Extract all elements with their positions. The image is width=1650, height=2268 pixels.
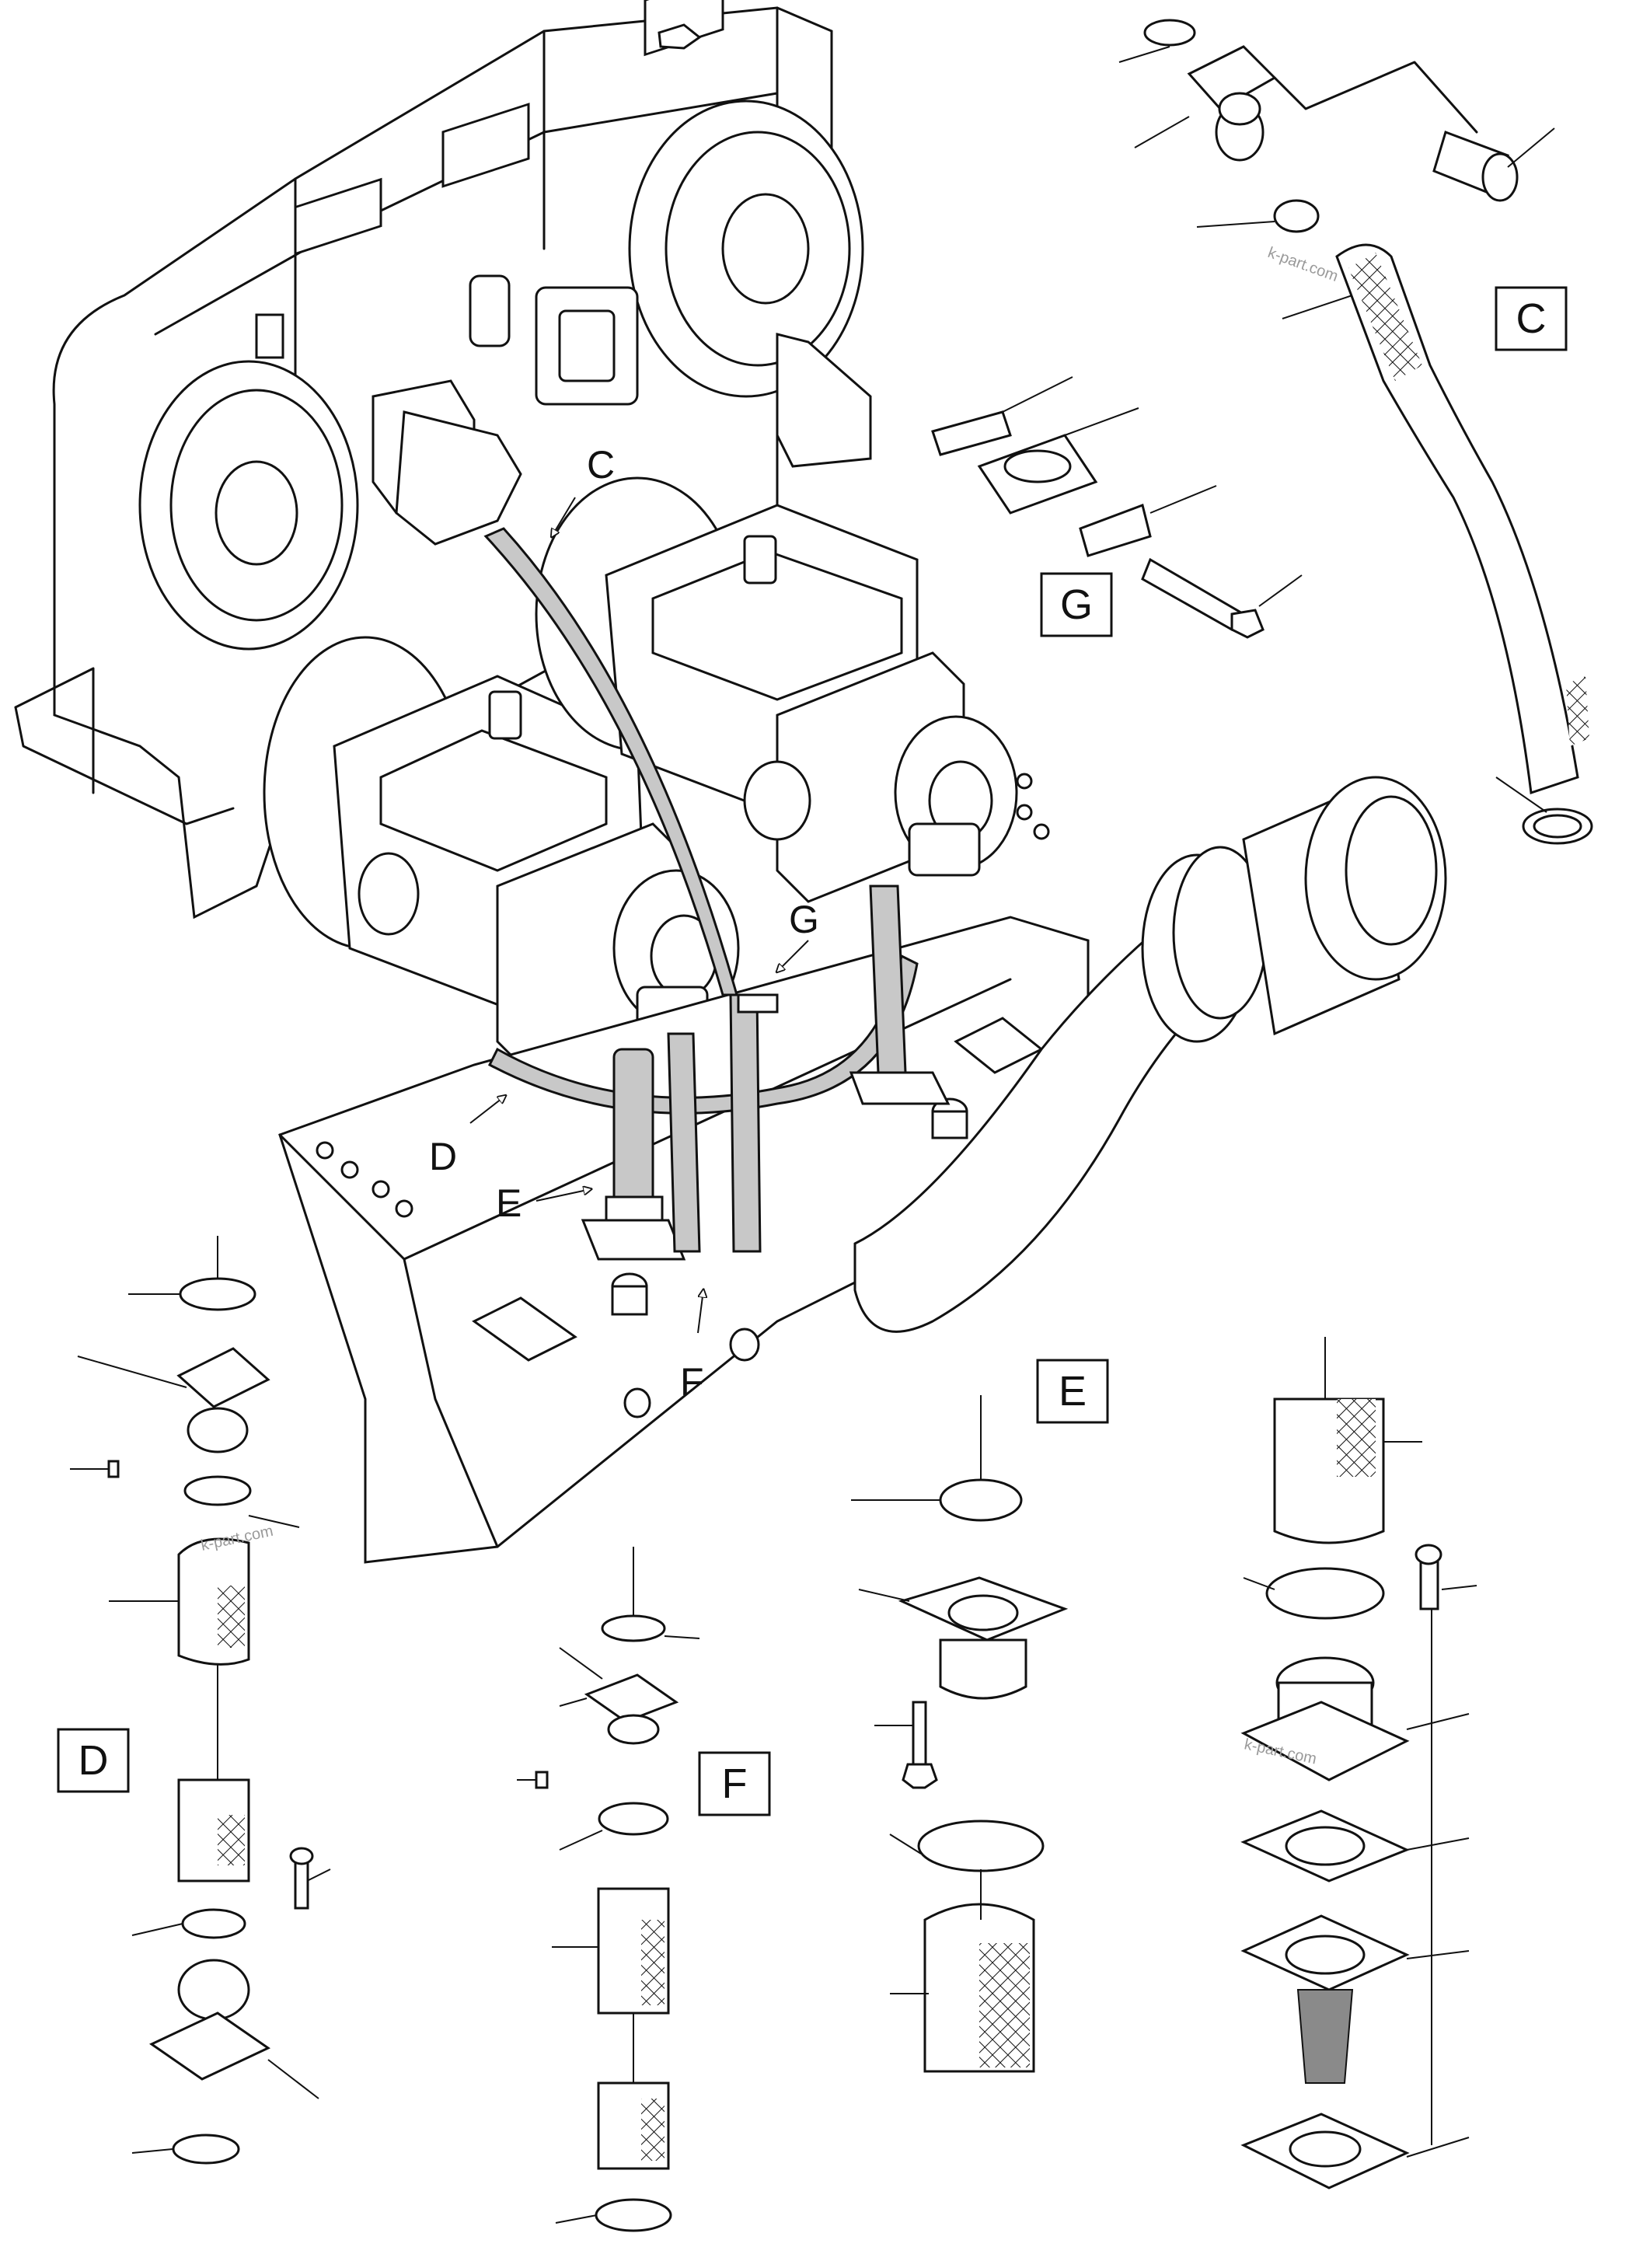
detail-d-parts	[70, 1236, 331, 2165]
callout-e: E	[496, 1181, 522, 1225]
detail-box-e	[1036, 1359, 1109, 1424]
detail-f-parts	[517, 1547, 700, 2232]
detail-e-parts	[851, 1395, 1069, 2073]
detail-box-d	[57, 1728, 130, 1793]
callout-f: F	[680, 1360, 704, 1404]
detail-c-parts	[1118, 19, 1593, 845]
detail-box-e-label: E	[1059, 1368, 1087, 1415]
detail-box-g	[1040, 572, 1113, 637]
detail-box-d-label: D	[78, 1737, 109, 1784]
detail-box-f-label: F	[722, 1760, 748, 1807]
left-output-flange	[138, 360, 359, 651]
detail-box-c-label: C	[1516, 295, 1547, 342]
callout-arrows	[469, 497, 809, 1334]
watermark-c: k-part.com	[1265, 244, 1340, 285]
drive-motor	[372, 379, 522, 546]
hose-e	[581, 1048, 686, 1261]
callout-g: G	[789, 898, 819, 941]
hose-g	[729, 993, 779, 1253]
detail-g-parts	[931, 376, 1303, 639]
pump-assembly-right	[535, 476, 1018, 903]
detail-box-c	[1495, 286, 1568, 351]
callout-c: C	[587, 443, 615, 487]
hose-right-pump	[849, 885, 951, 1105]
suction-pipe	[853, 776, 1447, 1333]
hose-f	[667, 1032, 701, 1253]
detail-box-g-label: G	[1060, 581, 1093, 628]
right-output-flange	[628, 99, 864, 398]
detail-box-f	[698, 1751, 771, 1816]
detail-e-right-stack	[1240, 1337, 1477, 2189]
callout-d: D	[429, 1135, 457, 1178]
